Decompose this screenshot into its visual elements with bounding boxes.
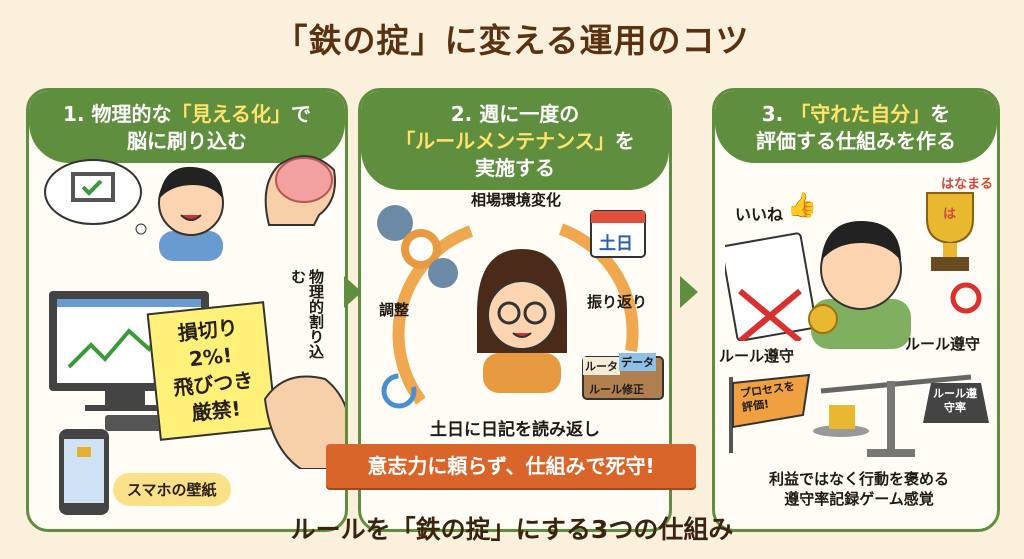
trophy-icon: [926, 192, 974, 271]
panel-heading: 2. 週に一度の 「ルールメンテナンス」を 実施する: [361, 91, 669, 190]
box-card: ルータ: [583, 357, 620, 375]
panel-heading: 1. 物理的な「見える化」で 脳に刷り込む: [29, 91, 345, 163]
banner: 意志力に頼らず、仕組みで死守!: [326, 444, 696, 488]
cycle-label-adjust: 調整: [379, 301, 410, 319]
arrow-right-icon: [344, 276, 362, 308]
weekend-review-label: 土日に日記を読み返し: [430, 420, 600, 440]
cycle-arrows-icon: [392, 223, 639, 405]
panel-summary: 利益ではなく行動を褒める 遵守率記録ゲーム感覚: [768, 470, 949, 508]
panel-evaluate: 3. 「守れた自分」を 評価する仕組みを作る いいね 👍 はなまる は ルール遵…: [712, 88, 1000, 532]
panel-visualize: 1. 物理的な「見える化」で 脳に刷り込む 損切り2%! 飛びつき 厳禁! 物理…: [26, 88, 348, 532]
calendar-label: 土日: [599, 234, 633, 254]
panel-heading: 3. 「守れた自分」を 評価する仕組みを作る: [715, 91, 997, 163]
vertical-label: 物理的割り込む: [289, 269, 325, 359]
smartphone-lock-icon: [59, 429, 109, 515]
cycle-label-market: 相場環境変化: [471, 191, 562, 209]
boy-icon: [158, 166, 224, 261]
refresh-clock-icon: [381, 373, 417, 409]
brain-icon: [264, 155, 336, 226]
thought-bubble-monitor-check-icon: [44, 159, 147, 235]
hand-icon: [263, 375, 345, 469]
cross-rule-label: ルール遵守: [719, 347, 795, 365]
page-title: 「鉄の掟」に変える運用のコツ: [274, 21, 750, 60]
hanamaru-label: はなまる: [941, 177, 994, 192]
bottom-caption: ルールを「鉄の掟」にする3つの仕組み: [290, 515, 734, 544]
box-label: ルール修正: [589, 383, 644, 396]
boy-medal-icon: [808, 221, 911, 349]
scale-icon: [813, 374, 989, 457]
arrow-right-icon: [680, 276, 698, 308]
wallpaper-label: スマホの壁紙: [113, 473, 231, 506]
woman-glasses-icon: [477, 249, 567, 393]
circle-mark-icon: [950, 282, 982, 314]
cycle-label-review: 振り返り: [587, 293, 648, 311]
gears-clock-icon: [377, 205, 458, 288]
circle-rule-label: ルール遵守: [905, 335, 981, 353]
weight-label: ルール遵守率: [933, 387, 977, 414]
like-label: いいね: [735, 205, 784, 224]
clipboard-check-icon: [725, 232, 815, 341]
flag-icon: [729, 373, 811, 453]
thumbs-up-icon: 👍: [787, 191, 817, 219]
calendar-icon: [590, 210, 646, 258]
box-card: データ: [619, 353, 656, 371]
trophy-mark: は: [943, 207, 957, 222]
